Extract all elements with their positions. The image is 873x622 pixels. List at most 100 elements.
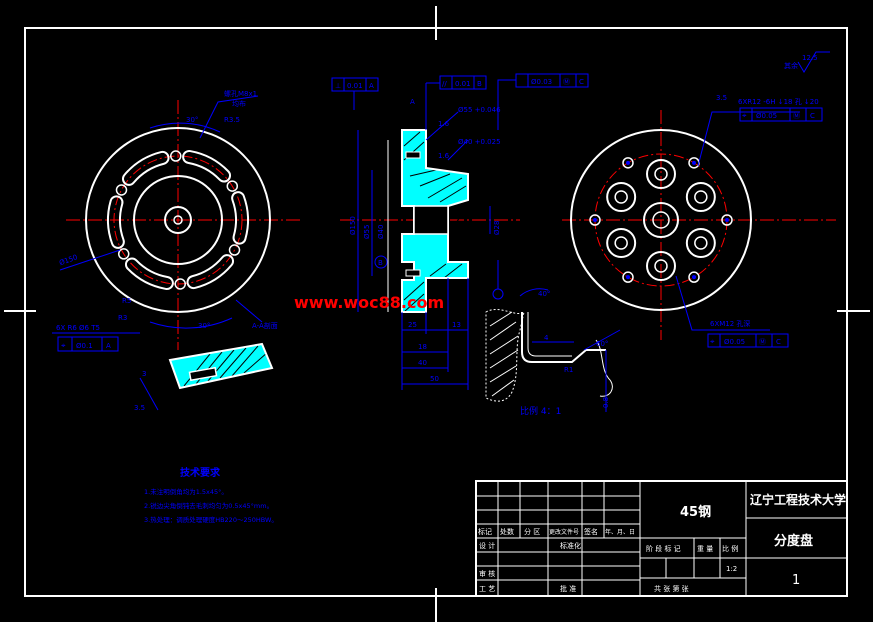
detail-angle-1: 40° xyxy=(538,290,550,298)
tb-school: 辽宁工程技术大学 xyxy=(750,492,846,507)
title-block-grid xyxy=(476,481,847,596)
detail-cut-boundary xyxy=(485,308,525,402)
mid-w3: 18 xyxy=(418,343,427,351)
right-fcf-bottom-a: Ø0.05 xyxy=(724,338,745,346)
mid-dia-2: Ø55 xyxy=(363,225,371,239)
mid-fcf-3-a: Ø0.03 xyxy=(531,78,552,86)
left-slot-group xyxy=(107,150,249,290)
right-tapped-hole xyxy=(688,271,700,283)
detail-r: R1 xyxy=(564,366,573,374)
right-bottom-leader xyxy=(675,275,770,331)
right-tapped-hole xyxy=(622,271,634,283)
left-hole-note: 6X R6 Ø6 T5 xyxy=(56,324,100,332)
tb-r1-c3: 分 区 xyxy=(524,527,540,536)
mid-detail-circle xyxy=(492,288,504,300)
mid-fcf-3-c: C xyxy=(579,78,584,86)
mid-tol-note-2: Ø40 +0.025 xyxy=(458,138,501,146)
drawing-frame xyxy=(4,6,870,622)
detail-view: 4 0.8 40° 60° R1 比例 4：1 xyxy=(485,288,621,417)
mid-fcf-1-b: 0.01 xyxy=(347,82,363,90)
right-counterbore xyxy=(606,228,637,258)
mid-horizontal-dims xyxy=(401,278,469,390)
left-pitch-circle xyxy=(113,155,243,285)
mid-datum-tag: B xyxy=(378,259,383,267)
detail-hatch xyxy=(489,311,519,397)
right-tapped-hole xyxy=(721,214,733,226)
left-view: 螺孔M8x1 均布 30° R3.5 Ø150 R3 R5 30° A-A剖面 … xyxy=(52,89,300,352)
mid-dia-3: Ø40 xyxy=(377,225,385,239)
right-counterbore xyxy=(685,182,716,212)
mid-w1: 25 xyxy=(408,321,417,329)
left-bottom-angle: 30° xyxy=(198,322,210,330)
mid-r1: 1.6 xyxy=(438,120,450,128)
roughness-label: 其余 xyxy=(784,61,798,70)
left-slot-hole xyxy=(115,184,128,196)
tb-r1-c1: 标记 xyxy=(478,527,492,536)
left-slot-hole xyxy=(226,180,239,192)
right-counterbore xyxy=(606,182,637,212)
right-fcf-bottom-b: Ⓜ xyxy=(759,338,766,346)
right-hub-inner xyxy=(652,211,670,229)
detail-dim-3: 4 xyxy=(544,334,549,342)
right-top-leader xyxy=(697,111,800,167)
right-hole-group xyxy=(606,159,716,281)
right-fcf-bottom xyxy=(707,333,789,348)
left-angle-arc xyxy=(149,122,221,133)
right-view: 6XR12 -6H ↓18 孔 ↓20 ⌖ Ø0.05 Ⓜ C 3.5 6XM1… xyxy=(562,51,836,348)
left-fcf-value: Ø0.1 xyxy=(76,342,93,350)
detail-profile-inner xyxy=(527,312,572,357)
mid-fcf-1 xyxy=(331,77,379,92)
partial-dim-1: 3 xyxy=(142,370,146,378)
watermark: www.woc88.com xyxy=(294,293,444,312)
right-tapped-center xyxy=(692,275,696,280)
right-fcf-top-c: C xyxy=(810,112,815,120)
right-r-label: 3.5 xyxy=(716,94,727,102)
right-fcf-bottom-sym: ⌖ xyxy=(710,337,715,346)
mid-dia-4: Ø28 xyxy=(493,221,501,235)
right-tapped-hole xyxy=(622,157,634,169)
mid-r2: 1.6 xyxy=(438,152,450,160)
mid-tol-note-1: Ø55 +0.046 xyxy=(458,106,501,114)
left-slot-hole xyxy=(228,244,241,256)
right-counterbore xyxy=(646,159,676,189)
right-tapped-center xyxy=(725,218,729,222)
right-tapped-hole xyxy=(589,214,601,226)
right-through-hole xyxy=(694,236,708,250)
right-through-hole xyxy=(614,190,628,204)
tech-item-1: 1.未注明倒角均为1.5x45°。 xyxy=(144,487,228,496)
left-arc-slot xyxy=(122,150,170,186)
mid-dia-1: Ø150 xyxy=(349,216,357,235)
mid-fcf-1-c: A xyxy=(369,82,374,90)
detail-profile xyxy=(521,312,606,363)
mid-bore xyxy=(413,205,449,235)
tb-r2-c3: 标准化 xyxy=(560,541,581,550)
tb-material: 45钢 xyxy=(680,504,711,520)
right-counterbore xyxy=(685,228,716,258)
tb-r2-c1: 设 计 xyxy=(479,541,495,550)
right-fcf-bottom-c: C xyxy=(776,338,781,346)
partial-dim-2: 3.5 xyxy=(134,404,145,412)
mid-w5: 50 xyxy=(430,375,439,383)
right-tapped-center xyxy=(626,275,630,280)
right-through-hole xyxy=(654,167,668,181)
mid-section-hatch xyxy=(403,131,467,313)
right-outer-circle xyxy=(570,129,752,311)
left-slot-hole xyxy=(170,150,182,162)
detail-right-break xyxy=(595,339,613,397)
left-slot-hole xyxy=(174,278,186,290)
right-counterbore xyxy=(646,251,676,281)
tb-r3-c1: 审 核 xyxy=(479,569,495,578)
detail-leader xyxy=(583,329,621,351)
left-arc-slot xyxy=(125,257,174,290)
right-bottom-note: 6XM12 孔深 xyxy=(710,319,750,328)
left-r-label: R3.5 xyxy=(224,116,240,124)
mid-w2: 13 xyxy=(452,321,461,329)
right-tapped-center xyxy=(626,160,630,165)
mid-tol-leader-2 xyxy=(447,139,469,161)
left-bottom-r: R5 xyxy=(122,297,131,305)
mid-fcf-3-b: Ⓜ xyxy=(563,78,570,86)
mid-bottom-hole xyxy=(405,269,421,277)
left-section-label: A-A剖面 xyxy=(252,321,278,330)
middle-view: Ø150 Ø55 Ø40 Ø28 25 13 18 40 50 Ø55 +0.0… xyxy=(331,73,589,390)
